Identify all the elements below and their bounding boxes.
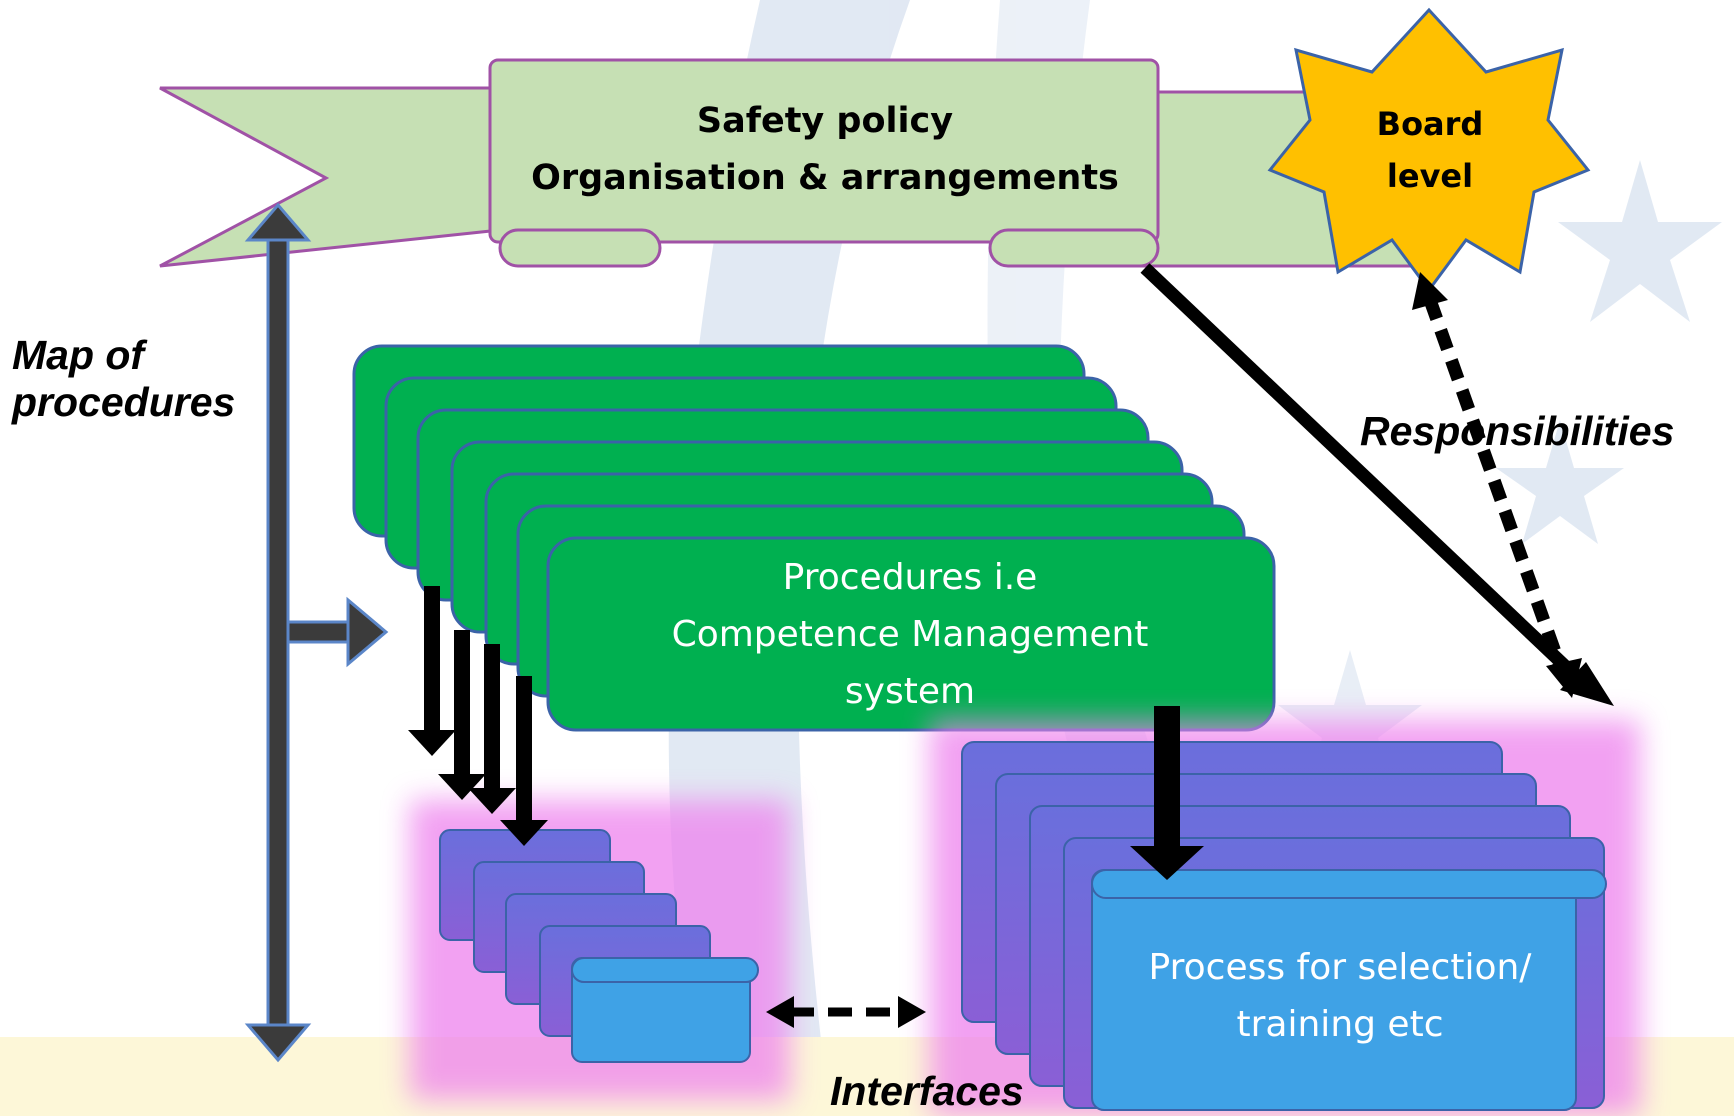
procedure-to-process-arrow bbox=[1130, 706, 1204, 880]
map-of-procedures-label: Map of procedures bbox=[12, 332, 235, 426]
procedures-line-1: Procedures i.e bbox=[782, 556, 1038, 598]
procedures-stack bbox=[352, 344, 1276, 732]
procedures-line-2: Competence Management bbox=[671, 613, 1149, 655]
responsibilities-label: Responsibilities bbox=[1360, 408, 1675, 454]
procedures-text: Procedures i.e Competence Management sys… bbox=[560, 548, 1260, 720]
board-dashed-arrow bbox=[1412, 272, 1582, 698]
map-label-line-2: procedures bbox=[12, 379, 236, 425]
process-line-1: Process for selection/ bbox=[1148, 947, 1532, 988]
board-level-text: Board level bbox=[1330, 90, 1530, 210]
procedures-line-3: system bbox=[844, 670, 976, 712]
interfaces-arrow bbox=[766, 996, 926, 1028]
banner-line-2: Organisation & arrangements bbox=[531, 158, 1119, 198]
process-text: Process for selection/ training etc bbox=[1100, 936, 1580, 1056]
large-scroll-stack bbox=[930, 720, 1640, 1115]
star-line-2: level bbox=[1386, 157, 1474, 195]
procedure-card-front bbox=[546, 536, 1276, 732]
safety-policy-banner bbox=[159, 58, 1412, 268]
watermark-star bbox=[1496, 420, 1624, 544]
procedure-down-arrows bbox=[408, 586, 548, 846]
process-line-2: training etc bbox=[1236, 1004, 1444, 1045]
watermark-star bbox=[1558, 160, 1722, 322]
map-label-line-1: Map of bbox=[12, 332, 145, 378]
banner-line-1: Safety policy bbox=[696, 101, 954, 141]
safety-policy-text: Safety policy Organisation & arrangement… bbox=[500, 90, 1150, 210]
interfaces-label: Interfaces bbox=[830, 1068, 1024, 1114]
map-of-procedures-arrow bbox=[244, 202, 389, 1063]
star-line-1: Board bbox=[1376, 105, 1484, 143]
small-scroll-stack bbox=[410, 800, 790, 1100]
responsibilities-arrow bbox=[1140, 263, 1614, 706]
